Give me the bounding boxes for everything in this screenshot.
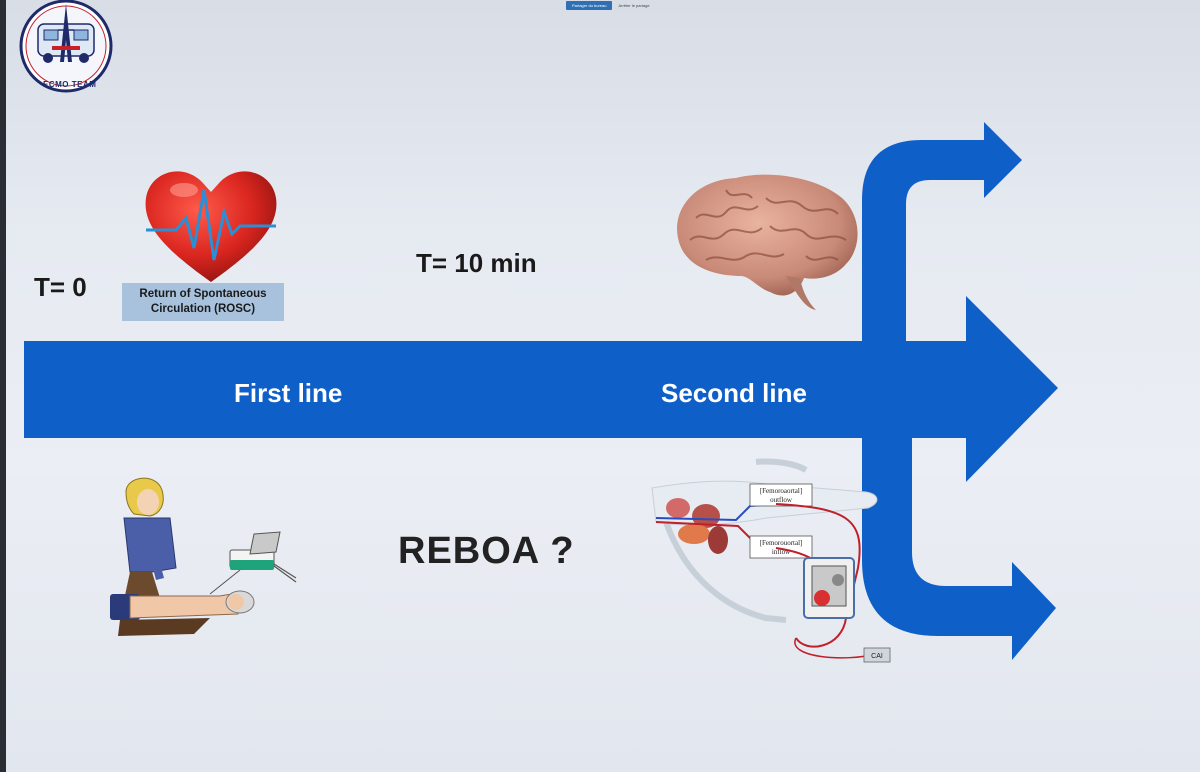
svg-text:inflow: inflow — [772, 548, 791, 556]
outflow-label: [Femoroaortal] — [760, 487, 802, 495]
stop-sharing-link[interactable]: Arrêter le partage — [618, 2, 650, 8]
logo-text: ECMO TEAM — [43, 80, 97, 89]
cai-label: CAI — [871, 653, 883, 660]
svg-text:outflow: outflow — [770, 496, 793, 504]
t10-label: T= 10 min — [416, 248, 537, 278]
ecmo-team-logo — [19, 0, 113, 93]
lower-branch-arrow — [862, 438, 1056, 660]
rosc-label-box: Return of Spontaneous Circulation (ROSC) — [122, 283, 284, 321]
t0-label: T= 0 — [34, 272, 87, 302]
rosc-line-1: Return of Spontaneous — [139, 288, 267, 300]
share-desktop-button[interactable]: Partager du bureau — [566, 0, 613, 10]
ecmo-circuit-diagram: [Femoroaortal] outflow [Femorouortal] in… — [651, 458, 891, 663]
heart-ecg-icon — [145, 171, 277, 282]
reboa-label: REBOA ? — [398, 530, 575, 572]
second-line-label: Second line — [661, 378, 807, 408]
screen-share-bar: Partager du bureau Arrêter le partage — [566, 0, 650, 10]
inflow-label: [Femorouortal] — [760, 539, 803, 547]
cpr-illustration — [110, 477, 297, 636]
main-timeline-arrow — [24, 296, 1058, 482]
brain-image — [677, 174, 858, 310]
first-line-label: First line — [234, 378, 343, 408]
timeline-arrows — [24, 122, 1058, 660]
slide: Partager du bureau Arrêter le partage EC… — [6, 0, 1200, 772]
rosc-line-2: Circulation (ROSC) — [150, 303, 256, 315]
upper-branch-arrow — [862, 122, 1022, 341]
